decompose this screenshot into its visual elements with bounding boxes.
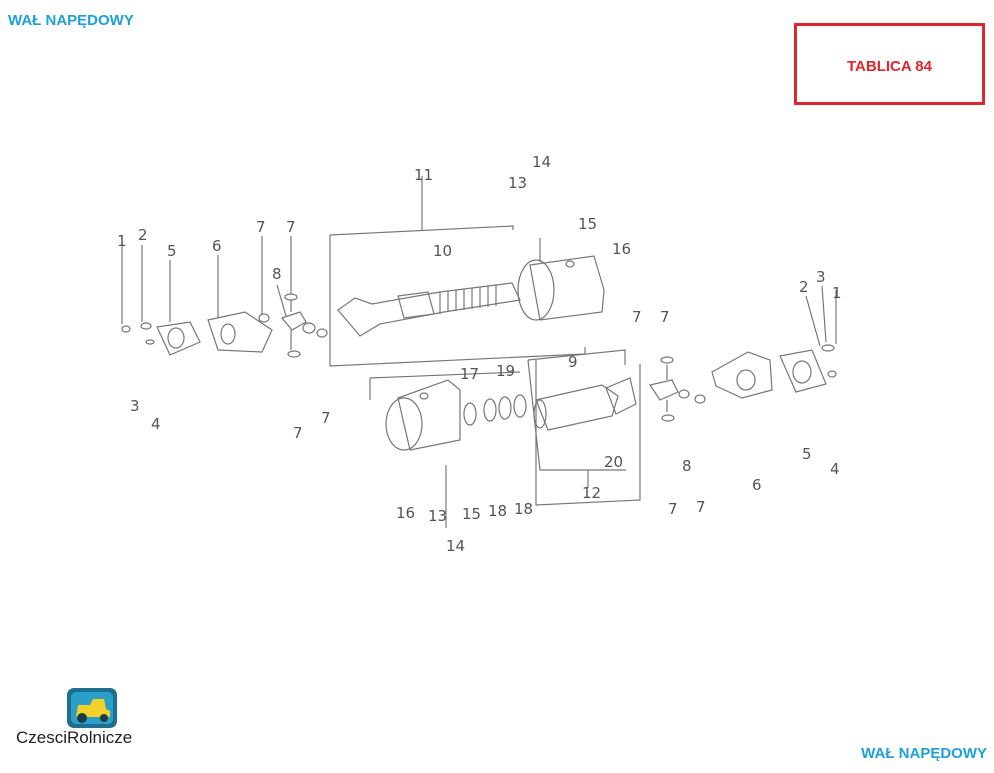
logo-wordmark: CzesciRolnicze xyxy=(16,728,133,747)
callout-13-bottom: 13 xyxy=(428,507,447,525)
flange-right xyxy=(779,349,827,393)
flange-left xyxy=(156,321,201,356)
callout-7-f: 7 xyxy=(660,308,670,326)
shaft-inner xyxy=(337,282,521,337)
callout-5-left: 5 xyxy=(167,242,177,260)
callout-11: 11 xyxy=(414,166,433,184)
guard-tube-top xyxy=(529,255,605,321)
callout-9: 9 xyxy=(568,353,578,371)
callout-2-left: 2 xyxy=(138,226,148,244)
tractor-logo-icon xyxy=(67,688,117,728)
callout-7-e: 7 xyxy=(632,308,642,326)
callout-3-right: 3 xyxy=(816,268,826,286)
callout-1-left: 1 xyxy=(117,232,127,250)
yoke-left xyxy=(207,311,273,353)
callout-2-right: 2 xyxy=(799,278,809,296)
plate-number-box: TABLICA 84 xyxy=(794,23,985,105)
callout-10: 10 xyxy=(433,242,452,260)
plate-number-label: TABLICA 84 xyxy=(846,58,932,75)
callout-7-c: 7 xyxy=(293,424,303,442)
callout-15-top: 15 xyxy=(578,215,597,233)
callout-5-right: 5 xyxy=(802,445,812,463)
page-title-bottom: WAŁ NAPĘDOWY xyxy=(861,745,987,762)
callout-3-left: 3 xyxy=(130,397,140,415)
company-logo: CzesciRolnicze xyxy=(16,687,181,757)
page-title-top: WAŁ NAPĘDOWY xyxy=(8,12,134,29)
yoke-right xyxy=(711,351,773,399)
callout-7-g: 7 xyxy=(668,500,678,518)
callout-1-right: 1 xyxy=(832,284,842,302)
callout-14-bottom: 14 xyxy=(446,537,465,555)
callout-4-right: 4 xyxy=(830,460,840,478)
callout-19: 19 xyxy=(496,362,515,380)
callout-4-left: 4 xyxy=(151,415,161,433)
shaft-outer xyxy=(535,384,619,431)
callout-14-top: 14 xyxy=(532,153,551,171)
callout-18-a: 18 xyxy=(488,502,507,520)
callout-12: 12 xyxy=(582,484,601,502)
callout-7-h: 7 xyxy=(696,498,706,516)
guard-tube-bottom xyxy=(397,379,461,451)
callout-8-left: 8 xyxy=(272,265,282,283)
callout-6-left: 6 xyxy=(212,237,222,255)
callout-16-bottom: 16 xyxy=(396,504,415,522)
callout-13-top: 13 xyxy=(508,174,527,192)
callout-16-top: 16 xyxy=(612,240,631,258)
callout-20: 20 xyxy=(604,453,623,471)
callout-17: 17 xyxy=(460,365,479,383)
callout-7-a: 7 xyxy=(256,218,266,236)
callout-8-right: 8 xyxy=(682,457,692,475)
callout-18-b: 18 xyxy=(514,500,533,518)
callout-7-b: 7 xyxy=(286,218,296,236)
callout-7-d: 7 xyxy=(321,409,331,427)
callout-15-bottom: 15 xyxy=(462,505,481,523)
callout-6-right: 6 xyxy=(752,476,762,494)
